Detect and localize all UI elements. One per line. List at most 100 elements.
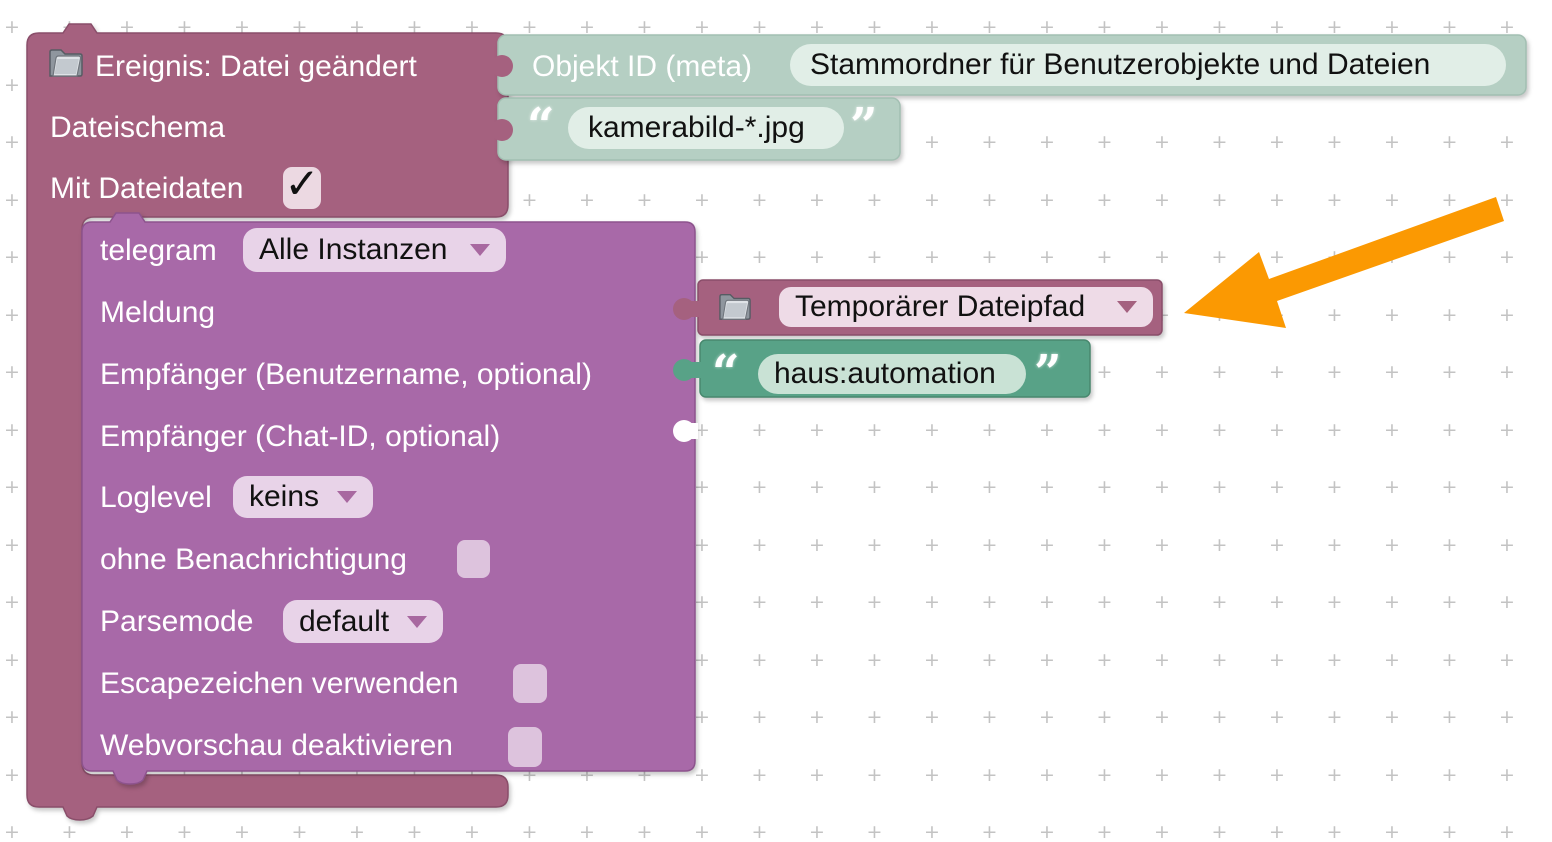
grid-dot: + [866, 591, 883, 613]
grid-dot: + [1269, 821, 1285, 842]
grid-dot: + [981, 418, 998, 441]
grid-dot: + [981, 763, 998, 786]
telegram-row-recipient-user-label: Empfänger (Benutzername, optional) [100, 358, 592, 391]
grid-dot: + [694, 246, 710, 268]
grid-dot: + [636, 16, 653, 38]
grid-dot: + [1499, 476, 1515, 498]
grid-dot: + [866, 821, 883, 842]
grid-dot: + [1269, 763, 1285, 786]
grid-dot: + [924, 706, 940, 728]
grid-dot: + [924, 591, 940, 613]
grid-dot: + [1039, 476, 1055, 498]
parsemode-dropdown[interactable]: default [283, 600, 444, 643]
grid-dot: + [1384, 188, 1400, 211]
grid-dot: + [809, 16, 825, 38]
grid-dot: + [981, 533, 998, 556]
grid-dot: + [1039, 131, 1055, 153]
grid-dot: + [981, 591, 998, 613]
grid-dot: + [4, 303, 20, 326]
folder-icon [716, 290, 754, 327]
grid-dot: + [1499, 246, 1515, 268]
with-data-checkbox[interactable]: ✓ [283, 159, 321, 209]
grid-dot: + [1269, 648, 1285, 671]
grid-dot: + [4, 591, 20, 613]
grid-dot: + [1211, 706, 1228, 728]
grid-dot: + [1096, 648, 1113, 671]
grid-dot: + [981, 188, 998, 211]
grid-dot: + [1039, 246, 1055, 268]
grid-dot: + [1499, 648, 1515, 671]
event-row-schema-label: Dateischema [50, 111, 226, 144]
grid-dot: + [694, 418, 710, 441]
telegram-row-recipient-chat-label: Empfänger (Chat-ID, optional) [100, 420, 501, 453]
object-id-label: Objekt ID (meta) [532, 50, 753, 83]
checkmark-icon: ✓ [284, 159, 320, 208]
grid-dot: + [924, 533, 940, 556]
grid-dot: + [1384, 476, 1400, 498]
grid-dot: + [1211, 591, 1228, 613]
loglevel-dropdown[interactable]: keins [233, 476, 374, 518]
grid-dot: + [4, 706, 20, 728]
recipient-value-field[interactable]: haus:automation [758, 354, 1026, 394]
grid-dot: + [1384, 361, 1400, 383]
grid-dot: + [1269, 361, 1285, 383]
grid-dot: + [1269, 246, 1285, 268]
connector-tab-object-id [490, 55, 513, 77]
grid-dot: + [1211, 821, 1228, 842]
grid-dot: + [751, 821, 768, 842]
chevron-down-icon [470, 244, 490, 256]
event-block-shape[interactable] [26, 23, 509, 821]
grid-dot: + [1154, 246, 1170, 268]
grid-dot: + [809, 246, 825, 268]
grid-dot: + [694, 706, 710, 728]
telegram-row-escape-label: Escapezeichen verwenden [100, 667, 459, 700]
telegram-block-shape[interactable] [81, 212, 696, 785]
object-id-value-field[interactable]: Stammordner für Benutzerobjekte und Date… [790, 44, 1506, 86]
grid-dot: + [349, 821, 365, 842]
temp-path-dropdown[interactable]: Temporärer Dateipfad [779, 287, 1153, 327]
grid-dot: + [694, 821, 710, 842]
grid-dot: + [809, 648, 825, 671]
grid-dot: + [924, 648, 940, 671]
grid-dot: + [809, 591, 825, 613]
telegram-row-loglevel-label: Loglevel [100, 481, 212, 514]
silent-checkbox[interactable] [457, 540, 490, 578]
grid-dot: + [1269, 418, 1285, 441]
connector-socket-empty[interactable] [673, 420, 698, 442]
grid-dot: + [4, 533, 20, 556]
grid-dot: + [1326, 648, 1343, 671]
grid-dot: + [636, 188, 653, 211]
grid-dot: + [406, 821, 423, 842]
object-id-value: Stammordner für Benutzerobjekte und Date… [810, 48, 1431, 81]
grid-dot: + [1154, 533, 1170, 556]
grid-dot: + [1441, 16, 1458, 38]
grid-dot: + [521, 16, 538, 38]
grid-dot: + [1039, 763, 1055, 786]
grid-dot: + [464, 16, 480, 38]
grid-dot: + [1326, 131, 1343, 153]
escape-checkbox[interactable] [513, 664, 547, 703]
grid-dot: + [1269, 16, 1285, 38]
folder-icon [46, 45, 86, 84]
pattern-value-field[interactable]: kamerabild-*.jpg [568, 107, 844, 149]
grid-dot: + [1211, 16, 1228, 38]
grid-dot: + [1441, 821, 1458, 842]
grid-dot: + [1384, 648, 1400, 671]
grid-dot: + [1211, 188, 1228, 211]
grid-dot: + [981, 476, 998, 498]
grid-dot: + [1384, 131, 1400, 153]
grid-dot: + [694, 476, 710, 498]
grid-dot: + [1384, 16, 1400, 38]
grid-dot: + [1499, 188, 1515, 211]
instance-dropdown[interactable]: Alle Instanzen [243, 228, 506, 272]
grid-dot: + [1096, 361, 1113, 383]
grid-dot: + [464, 821, 480, 842]
grid-dot: + [924, 476, 940, 498]
grid-dot: + [1211, 131, 1228, 153]
nopreview-checkbox[interactable] [508, 727, 542, 767]
grid-dot: + [1211, 533, 1228, 556]
grid-dot: + [809, 821, 825, 842]
grid-dot: + [751, 246, 768, 268]
grid-dot: + [1441, 131, 1458, 153]
